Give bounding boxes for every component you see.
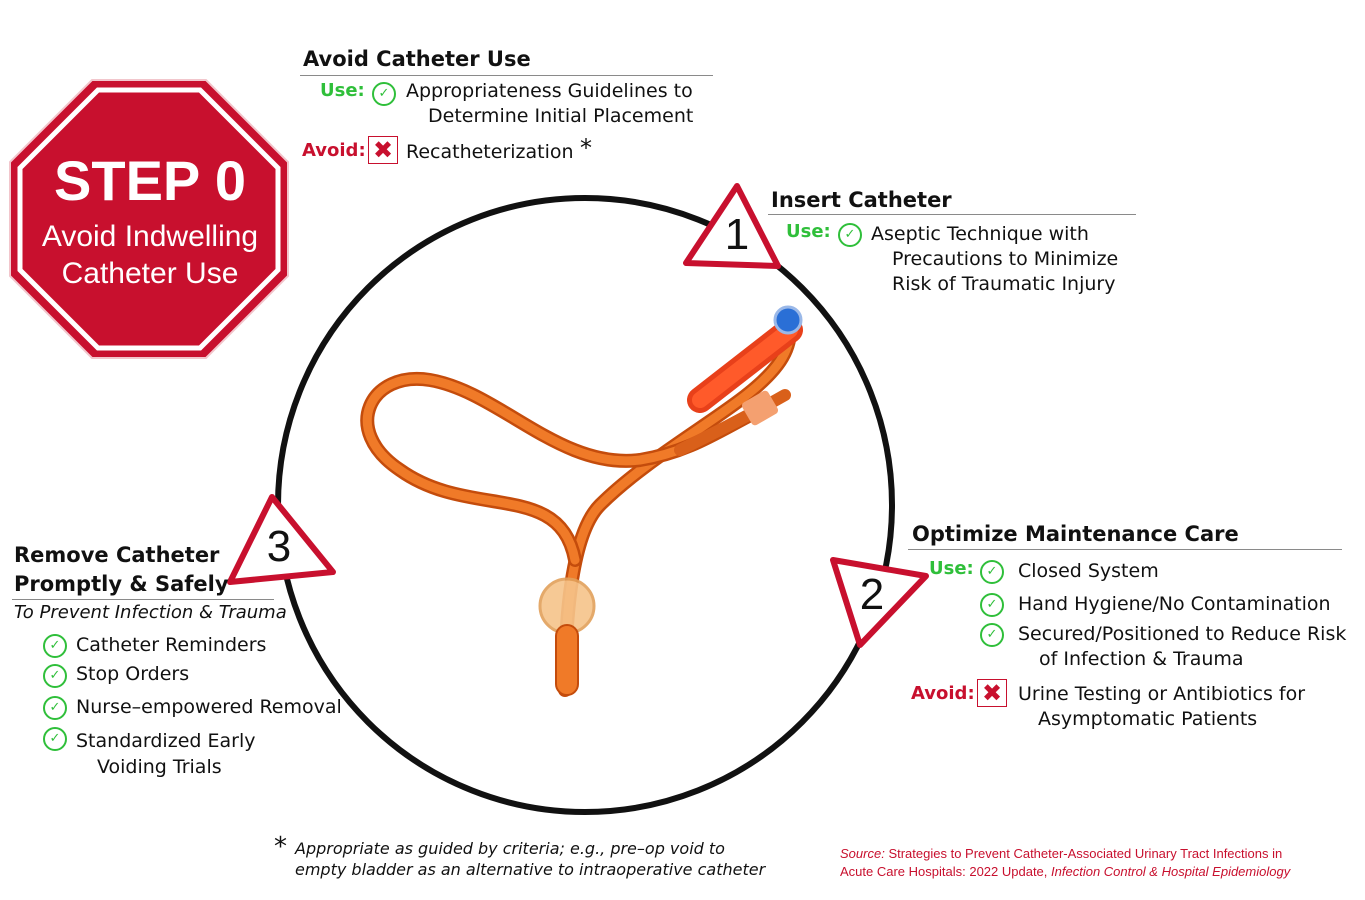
step2-heading: Optimize Maintenance Care: [912, 522, 1239, 546]
step1-heading-rule: [768, 214, 1136, 215]
source-label: Source:: [840, 846, 885, 861]
step3-heading-line2: Promptly & Safely: [14, 572, 229, 596]
x-mark-icon: ✖: [368, 136, 398, 164]
source-line2: Acute Care Hospitals: 2022 Update, Infec…: [840, 864, 1290, 879]
step3-subheading: To Prevent Infection & Trauma: [14, 602, 287, 623]
check-circle-icon: ✓: [980, 623, 1004, 647]
step0-heading-rule: [300, 75, 713, 76]
source-journal: Infection Control & Hospital Epidemiolog…: [1051, 864, 1291, 879]
step2-avoid-line2: Asymptomatic Patients: [1038, 708, 1258, 730]
source-line1: Source: Strategies to Prevent Catheter-A…: [840, 846, 1282, 861]
step-triangle-icon-2: [830, 557, 929, 648]
stop-sign-title: STEP 0: [54, 149, 246, 212]
check-circle-icon: ✓: [980, 593, 1004, 617]
check-circle-icon: ✓: [838, 223, 862, 247]
step0-use-label: Use:: [320, 80, 365, 101]
footnote-line2: empty bladder as an alternative to intra…: [295, 860, 766, 879]
step2-item2: Hand Hygiene/No Contamination: [1018, 593, 1331, 615]
step3-item3: Nurse–empowered Removal: [76, 696, 342, 718]
step3-item4-line1: Standardized Early: [76, 730, 256, 752]
step0-avoid-label: Avoid:: [302, 140, 366, 161]
x-mark-icon: ✖: [977, 679, 1007, 707]
cycle-circle: [275, 195, 895, 815]
footnote-asterisk: *: [274, 832, 287, 862]
stop-sign-icon: [2, 72, 296, 366]
catheter-illustration: [360, 305, 803, 697]
step-triangle-icon-1: [683, 183, 781, 269]
step0-avoid-item: Recatheterization: [406, 141, 574, 163]
step0-heading: Avoid Catheter Use: [303, 47, 531, 71]
source-line2-text: Acute Care Hospitals: 2022 Update,: [840, 864, 1048, 879]
step2-item3-line1: Secured/Positioned to Reduce Risk: [1018, 623, 1347, 645]
step0-asterisk: *: [580, 134, 592, 162]
check-circle-icon: ✓: [43, 634, 67, 658]
step3-heading-line1: Remove Catheter: [14, 543, 220, 567]
stop-sign-subtitle-line1: Avoid Indwelling: [41, 220, 259, 253]
check-circle-icon: ✓: [372, 82, 396, 106]
step2-item3-line2: of Infection & Trauma: [1039, 648, 1244, 670]
step2-number: 2: [859, 570, 885, 619]
stop-sign-subtitle-line2: Catheter Use: [61, 257, 239, 290]
step2-avoid-label: Avoid:: [911, 683, 975, 704]
step2-heading-rule: [908, 549, 1342, 550]
step1-use-label: Use:: [786, 221, 831, 242]
step1-line1: Aseptic Technique with: [871, 223, 1089, 245]
step1-number: 1: [724, 210, 750, 259]
step2-avoid-line1: Urine Testing or Antibiotics for: [1018, 683, 1306, 705]
step3-item2: Stop Orders: [76, 663, 190, 685]
step3-item4-line2: Voiding Trials: [97, 756, 222, 778]
step1-line3: Risk of Traumatic Injury: [892, 273, 1116, 295]
step1-heading: Insert Catheter: [771, 188, 952, 212]
check-circle-icon: ✓: [43, 696, 67, 720]
step-triangle-icon-3: [227, 494, 336, 585]
step2-use-label: Use:: [929, 558, 974, 579]
step3-item1: Catheter Reminders: [76, 634, 267, 656]
check-circle-icon: ✓: [43, 664, 67, 688]
step1-line2: Precautions to Minimize: [892, 248, 1119, 270]
check-circle-icon: ✓: [43, 727, 67, 751]
check-circle-icon: ✓: [980, 560, 1004, 584]
source-line1-text: Strategies to Prevent Catheter-Associate…: [888, 846, 1283, 861]
footnote-line1: Appropriate as guided by criteria; e.g.,…: [295, 839, 725, 858]
step0-use-line1: Appropriateness Guidelines to: [406, 80, 693, 102]
step3-number: 3: [266, 522, 292, 571]
step0-use-line2: Determine Initial Placement: [428, 105, 694, 127]
step3-heading-rule: [12, 599, 274, 600]
step2-item1: Closed System: [1018, 560, 1159, 582]
